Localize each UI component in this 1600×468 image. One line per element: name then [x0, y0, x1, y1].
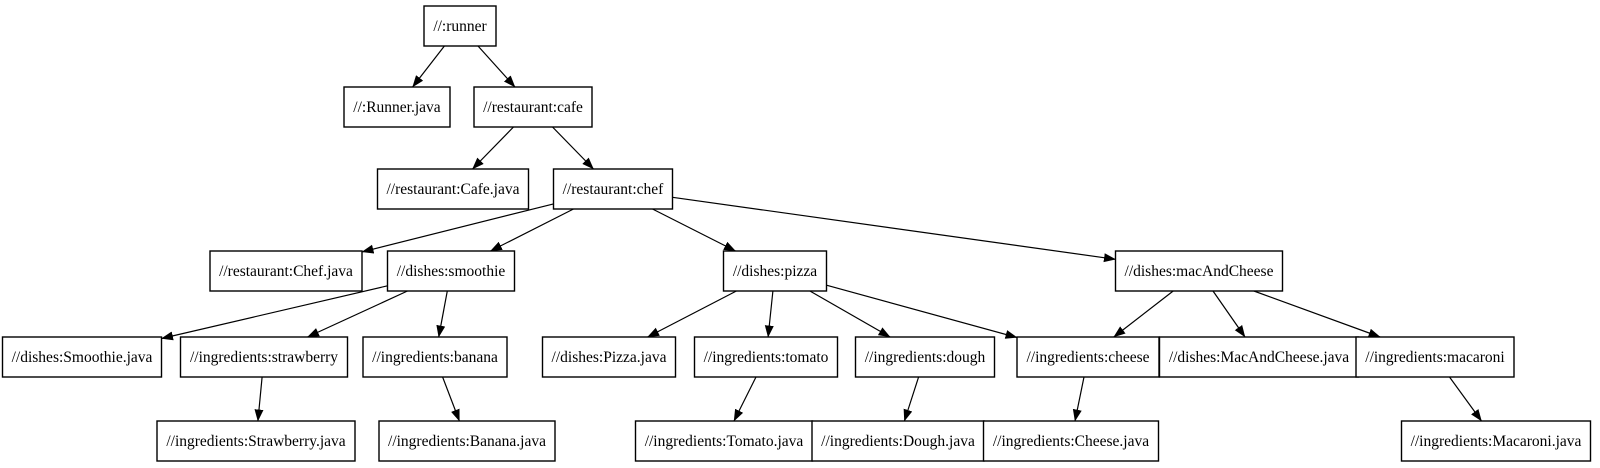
edge-banana-to-banana-java [442, 376, 460, 422]
graph-node-mac-and-cheese-java: //dishes:MacAndCheese.java [1158, 336, 1360, 378]
node-box-pizza-java [541, 336, 677, 378]
node-box-cafe-java [376, 168, 530, 210]
graph-node-smoothie: //dishes:smoothie [386, 250, 516, 292]
edge-pizza-to-dough [809, 290, 891, 338]
node-box-dough [854, 336, 996, 378]
node-box-strawberry [179, 336, 349, 378]
node-label-cheese: //ingredients:cheese [1026, 349, 1149, 366]
node-box-banana-java [378, 420, 556, 462]
edge-chef-to-pizza [652, 208, 736, 252]
graph-node-cheese-java: //ingredients:Cheese.java [982, 420, 1160, 462]
node-box-dough-java [811, 420, 985, 462]
node-label-dough-java: //ingredients:Dough.java [821, 433, 975, 450]
edge-mac-and-cheese-to-macaroni [1253, 290, 1381, 338]
node-box-tomato [693, 336, 839, 378]
node-label-smoothie: //dishes:smoothie [397, 263, 506, 280]
node-label-strawberry-java: //ingredients:Strawberry.java [166, 433, 345, 450]
graph-node-chef-java: //restaurant:Chef.java [209, 250, 363, 292]
node-label-tomato: //ingredients:tomato [704, 349, 829, 366]
edge-pizza-to-cheese [826, 284, 1018, 339]
node-box-cheese-java [982, 420, 1160, 462]
node-label-runner: //:runner [433, 18, 487, 35]
edge-strawberry-to-strawberry-java [254, 376, 264, 422]
edge-smoothie-to-strawberry [307, 290, 408, 338]
graph-node-tomato-java: //ingredients:Tomato.java [634, 420, 814, 462]
graph-node-banana: //ingredients:banana [362, 336, 508, 378]
node-label-smoothie-java: //dishes:Smoothie.java [12, 349, 153, 366]
graph-node-macaroni: //ingredients:macaroni [1355, 336, 1515, 378]
node-box-macaroni [1355, 336, 1515, 378]
edge-macaroni-to-macaroni-java [1449, 376, 1482, 422]
node-label-chef: //restaurant:chef [563, 181, 665, 198]
node-label-cafe-java: //restaurant:Cafe.java [387, 181, 520, 198]
graph-node-mac-and-cheese: //dishes:macAndCheese [1114, 250, 1284, 292]
node-label-pizza-java: //dishes:Pizza.java [552, 349, 667, 366]
edge-runner-to-cafe [477, 45, 516, 88]
node-label-banana: //ingredients:banana [372, 349, 498, 366]
edge-chef-to-mac-and-cheese [672, 196, 1116, 263]
edge-smoothie-to-banana [436, 290, 448, 338]
node-label-macaroni: //ingredients:macaroni [1365, 349, 1505, 366]
node-label-macaroni-java: //ingredients:Macaroni.java [1411, 433, 1582, 450]
node-label-tomato-java: //ingredients:Tomato.java [645, 433, 804, 450]
graph-node-cafe-java: //restaurant:Cafe.java [376, 168, 530, 210]
node-layer: //:runner //:Runner.java //restaurant:cafe… [1, 5, 1592, 462]
edge-pizza-to-tomato [764, 290, 774, 338]
edge-cafe-to-cafe-java [472, 126, 514, 170]
graph-node-runner: //:runner [423, 5, 497, 47]
edge-dough-to-dough-java [903, 376, 920, 422]
graph-node-pizza: //dishes:pizza [722, 250, 828, 292]
graph-node-cafe: //restaurant:cafe [473, 86, 593, 128]
node-label-dough: //ingredients:dough [865, 349, 986, 366]
node-label-chef-java: //restaurant:Chef.java [219, 263, 353, 280]
node-box-mac-and-cheese-java [1158, 336, 1360, 378]
node-label-banana-java: //ingredients:Banana.java [388, 433, 546, 450]
node-label-mac-and-cheese-java: //dishes:MacAndCheese.java [1169, 349, 1349, 366]
node-box-pizza [722, 250, 828, 292]
node-label-runner-java: //:Runner.java [353, 99, 441, 116]
edge-runner-to-runner-java [412, 45, 445, 88]
graph-node-cheese: //ingredients:cheese [1016, 336, 1160, 378]
node-box-chef-java [209, 250, 363, 292]
node-label-strawberry: //ingredients:strawberry [190, 349, 338, 366]
graph-node-strawberry-java: //ingredients:Strawberry.java [156, 420, 356, 462]
node-box-banana [362, 336, 508, 378]
graph-node-dough-java: //ingredients:Dough.java [811, 420, 985, 462]
edge-pizza-to-pizza-java [647, 290, 737, 338]
node-box-chef [552, 168, 674, 210]
edge-chef-to-smoothie [490, 208, 574, 252]
node-box-cafe [473, 86, 593, 128]
node-box-strawberry-java [156, 420, 356, 462]
edge-cafe-to-chef [552, 126, 594, 170]
edge-mac-and-cheese-to-cheese [1113, 290, 1174, 338]
edge-tomato-to-tomato-java [733, 376, 757, 422]
graph-node-strawberry: //ingredients:strawberry [179, 336, 349, 378]
edge-layer [161, 45, 1482, 422]
node-box-cheese [1016, 336, 1160, 378]
node-box-tomato-java [634, 420, 814, 462]
graph-node-runner-java: //:Runner.java [343, 86, 451, 128]
node-box-smoothie [386, 250, 516, 292]
edge-cheese-to-cheese-java [1072, 376, 1085, 422]
node-box-runner [423, 5, 497, 47]
node-label-cheese-java: //ingredients:Cheese.java [993, 433, 1149, 450]
edge-smoothie-to-smoothie-java [161, 285, 388, 341]
graph-node-pizza-java: //dishes:Pizza.java [541, 336, 677, 378]
graph-node-smoothie-java: //dishes:Smoothie.java [1, 336, 163, 378]
edge-chef-to-chef-java [361, 203, 554, 254]
node-label-pizza: //dishes:pizza [733, 263, 817, 280]
graph-node-chef: //restaurant:chef [552, 168, 674, 210]
edge-mac-and-cheese-to-mac-and-cheese-java [1212, 290, 1246, 338]
node-box-macaroni-java [1400, 420, 1592, 462]
node-label-mac-and-cheese: //dishes:macAndCheese [1125, 263, 1274, 280]
graph-node-macaroni-java: //ingredients:Macaroni.java [1400, 420, 1592, 462]
graph-node-banana-java: //ingredients:Banana.java [378, 420, 556, 462]
node-box-mac-and-cheese [1114, 250, 1284, 292]
graph-node-dough: //ingredients:dough [854, 336, 996, 378]
node-box-runner-java [343, 86, 451, 128]
node-box-smoothie-java [1, 336, 163, 378]
graph-node-tomato: //ingredients:tomato [693, 336, 839, 378]
node-label-cafe: //restaurant:cafe [483, 99, 583, 116]
